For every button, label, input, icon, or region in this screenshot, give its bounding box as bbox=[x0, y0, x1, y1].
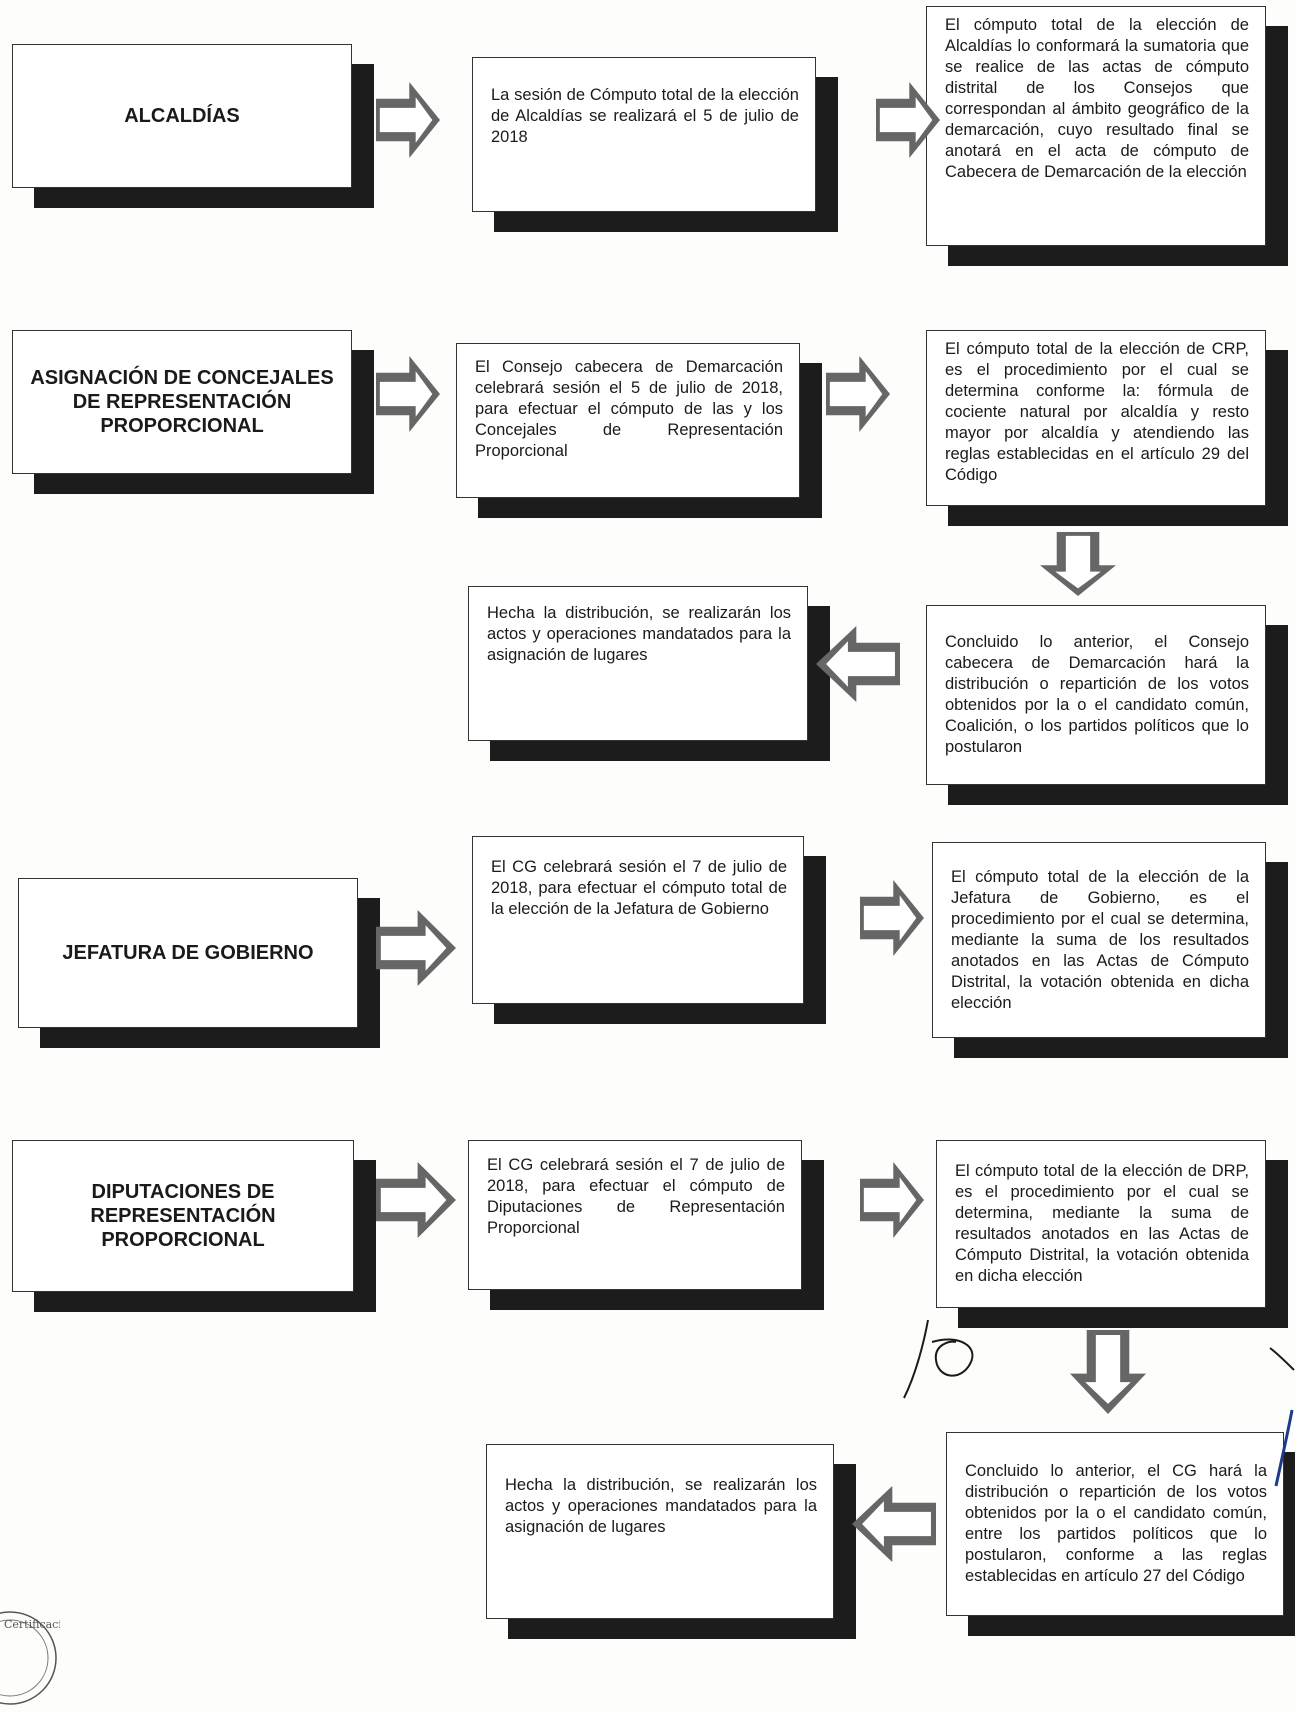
heading-alcaldias: ALCALDÍAS bbox=[12, 44, 352, 188]
session-concejales-text: El Consejo cabecera de Demarcación celeb… bbox=[475, 358, 783, 460]
heading-concejales: ASIGNACIÓN DE CONCEJALES DE REPRESENTACI… bbox=[12, 330, 352, 474]
left-arrow-icon bbox=[852, 1486, 936, 1562]
arrow-channel bbox=[862, 1501, 931, 1547]
arrow-channel bbox=[826, 641, 895, 687]
right-arrow-icon bbox=[376, 910, 456, 986]
heading-jefatura-label: JEFATURA DE GOBIERNO bbox=[62, 942, 314, 964]
arrow-channel bbox=[829, 371, 883, 417]
right-arrow-icon bbox=[376, 82, 440, 158]
outcome-diputaciones-text: Hecha la distribución, se realizarán los… bbox=[505, 1476, 817, 1536]
session-alcaldias-text: La sesión de Cómputo total de la elecció… bbox=[491, 86, 799, 146]
right-arrow-icon bbox=[376, 1162, 456, 1238]
result-jefatura: El cómputo total de la elección de la Je… bbox=[932, 842, 1266, 1038]
right-arrow-icon bbox=[860, 880, 924, 956]
seal-text: Certificación bbox=[4, 1618, 60, 1631]
arrow-channel bbox=[1055, 535, 1101, 589]
result-concejales-text: El cómputo total de la elección de CRP, … bbox=[945, 340, 1249, 484]
result-concejales: El cómputo total de la elección de CRP, … bbox=[926, 330, 1266, 506]
down-arrow-icon bbox=[1070, 1330, 1146, 1414]
session-diputaciones-text: El CG celebrará sesión el 7 de julio de … bbox=[487, 1156, 785, 1237]
signature-mark bbox=[903, 1319, 974, 1399]
arrow-channel bbox=[863, 895, 917, 941]
session-diputaciones: El CG celebrará sesión el 7 de julio de … bbox=[468, 1140, 802, 1290]
heading-concejales-label: ASIGNACIÓN DE CONCEJALES DE REPRESENTACI… bbox=[30, 367, 334, 437]
heading-diputaciones: DIPUTACIONES DE REPRESENTACIÓN PROPORCIO… bbox=[12, 1140, 354, 1292]
result-diputaciones-text: El cómputo total de la elección de DRP, … bbox=[955, 1162, 1249, 1285]
outcome-diputaciones: Hecha la distribución, se realizarán los… bbox=[486, 1444, 834, 1619]
session-concejales: El Consejo cabecera de Demarcación celeb… bbox=[456, 343, 800, 498]
heading-jefatura: JEFATURA DE GOBIERNO bbox=[18, 878, 358, 1028]
conclusion-diputaciones: Concluido lo anterior, el CG hará la dis… bbox=[946, 1432, 1284, 1616]
result-diputaciones: El cómputo total de la elección de DRP, … bbox=[936, 1140, 1266, 1308]
right-arrow-icon bbox=[860, 1162, 924, 1238]
arrow-channel bbox=[379, 371, 433, 417]
result-alcaldias-text: El cómputo total de la elección de Alcal… bbox=[945, 16, 1249, 181]
arrow-channel bbox=[879, 97, 933, 143]
right-arrow-icon bbox=[826, 356, 890, 432]
signature-mark-right bbox=[1269, 1347, 1295, 1487]
result-alcaldias: El cómputo total de la elección de Alcal… bbox=[926, 6, 1266, 246]
outcome-concejales-text: Hecha la distribución, se realizarán los… bbox=[487, 604, 791, 664]
heading-diputaciones-label: DIPUTACIONES DE REPRESENTACIÓN PROPORCIO… bbox=[90, 1181, 276, 1251]
conclusion-diputaciones-text: Concluido lo anterior, el CG hará la dis… bbox=[965, 1462, 1267, 1585]
arrow-channel bbox=[379, 97, 433, 143]
conclusion-concejales: Concluido lo anterior, el Consejo cabece… bbox=[926, 605, 1266, 785]
outcome-concejales: Hecha la distribución, se realizarán los… bbox=[468, 586, 808, 741]
session-jefatura: El CG celebrará sesión el 7 de julio de … bbox=[472, 836, 804, 1004]
official-seal: Certificación bbox=[0, 1608, 76, 1708]
right-arrow-icon bbox=[876, 82, 940, 158]
session-alcaldias: La sesión de Cómputo total de la elecció… bbox=[472, 57, 816, 212]
down-arrow-icon bbox=[1040, 532, 1116, 596]
result-jefatura-text: El cómputo total de la elección de la Je… bbox=[951, 867, 1249, 1012]
heading-alcaldias-label: ALCALDÍAS bbox=[124, 105, 240, 127]
arrow-channel bbox=[380, 1177, 447, 1223]
arrow-channel bbox=[1085, 1335, 1131, 1404]
arrow-channel bbox=[380, 925, 447, 971]
session-jefatura-text: El CG celebrará sesión el 7 de julio de … bbox=[491, 857, 787, 918]
right-arrow-icon bbox=[376, 356, 440, 432]
left-arrow-icon bbox=[816, 626, 900, 702]
arrow-channel bbox=[863, 1177, 917, 1223]
conclusion-concejales-text: Concluido lo anterior, el Consejo cabece… bbox=[945, 633, 1249, 756]
